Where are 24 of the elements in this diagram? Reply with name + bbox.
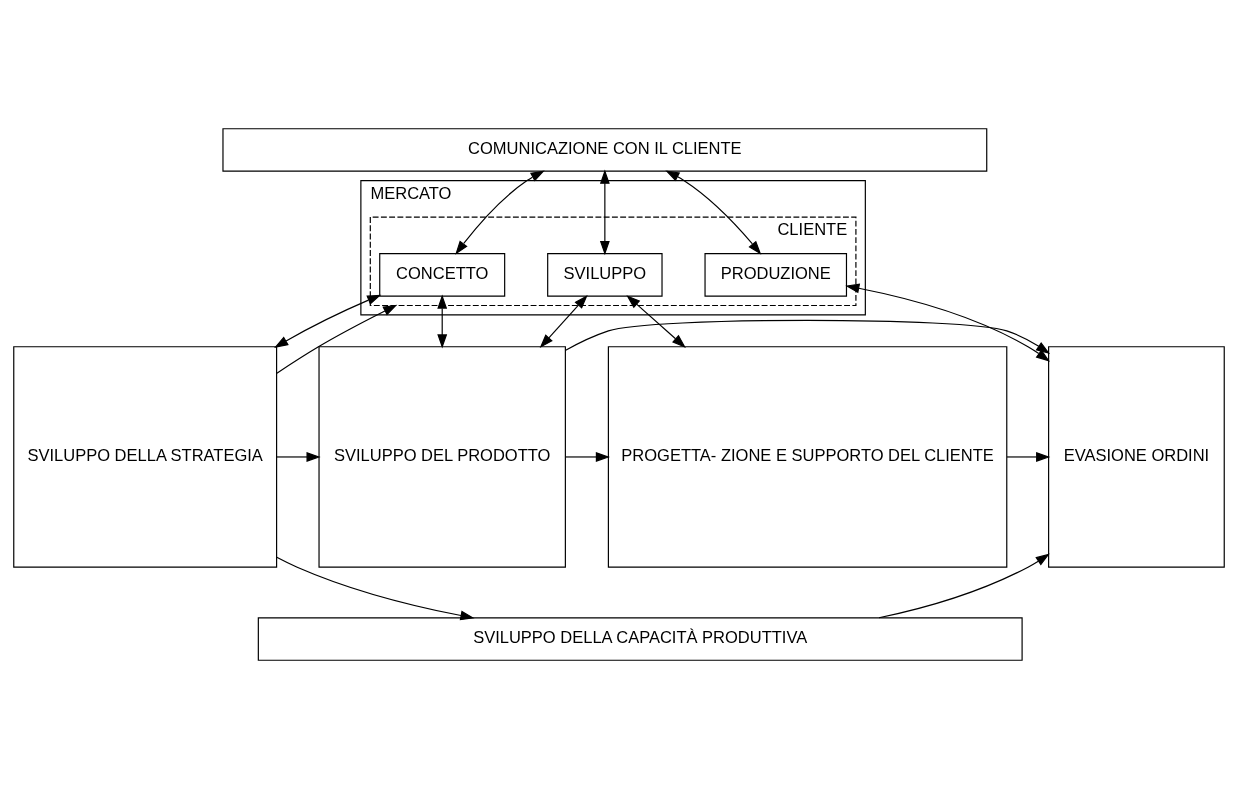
arrow — [665, 170, 762, 255]
node-box: COMUNICAZIONE CON IL CLIENTE — [222, 128, 988, 172]
node-box: PRODUZIONE — [704, 253, 848, 297]
node-box: PROGETTA- ZIONE E SUPPORTO DEL CLIENTE — [607, 346, 1008, 568]
arrow — [626, 295, 686, 348]
arrow — [276, 452, 321, 462]
node-box: CONCETTO — [379, 253, 506, 297]
node-box: EVASIONE ORDINI — [1048, 346, 1225, 568]
arrow — [599, 169, 610, 256]
arrow — [276, 304, 398, 374]
arrow — [565, 452, 610, 462]
node-box: SVILUPPO — [547, 253, 663, 297]
node-box: SVILUPPO DELLA CAPACITÀ PRODUTTIVA — [257, 617, 1023, 661]
arrow — [455, 170, 545, 255]
arrow — [565, 319, 1051, 355]
arrow — [845, 283, 1051, 362]
arrow — [539, 295, 588, 349]
node-box: SVILUPPO DELLA STRATEGIA — [13, 346, 278, 568]
arrow — [274, 294, 382, 348]
arrow — [276, 556, 475, 621]
node-box: SVILUPPO DEL PRODOTTO — [318, 346, 566, 568]
arrow — [878, 553, 1050, 619]
arrow — [437, 294, 448, 349]
arrow — [1006, 452, 1051, 462]
